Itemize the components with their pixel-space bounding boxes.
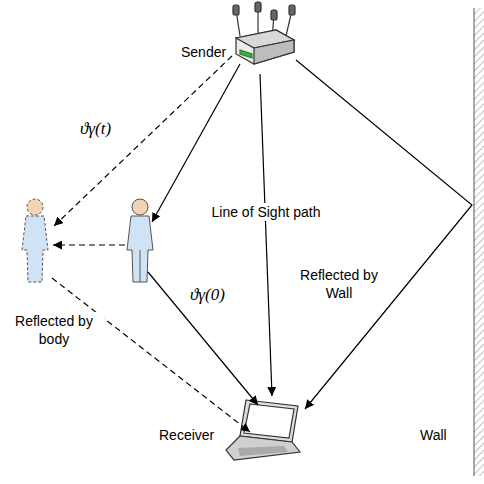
- laptop-icon: [226, 400, 300, 460]
- router-icon: [233, 2, 295, 64]
- person-figure: [22, 199, 48, 282]
- angle-label: ϑγ(t): [80, 120, 111, 138]
- receiver-node: Receiver: [158, 396, 305, 464]
- person-figure: [127, 199, 153, 282]
- path-label: Line of Sight path: [209, 203, 324, 221]
- path-label: Reflected by body: [4, 312, 104, 348]
- node-label: Receiver: [158, 427, 215, 443]
- angle-label: ϑγ(0): [190, 286, 225, 304]
- wall-label: Wall: [420, 426, 447, 444]
- signal-path: [296, 60, 472, 409]
- wall-symbol: [474, 8, 484, 476]
- signal-path: [260, 74, 272, 396]
- body-path: [52, 56, 258, 432]
- node-label: Sender: [180, 44, 227, 60]
- sender-node: Sender: [180, 4, 296, 74]
- path-label: Reflected by Wall: [296, 266, 382, 302]
